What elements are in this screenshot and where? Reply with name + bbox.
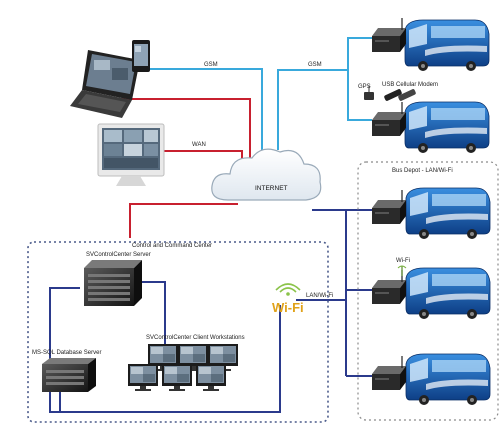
internet-cloud-icon [211,148,322,201]
dvr-unit-icon [371,17,407,53]
dvr-unit-icon [371,189,407,225]
usb-modem-label: USB Cellular Modem [382,82,438,88]
bus-depot-label: Bus Depot - LAN/Wi-Fi [392,168,453,174]
wan-link-label: WAN [192,142,206,148]
bus-icon [404,19,490,72]
gps-label: GPS [358,84,371,90]
dvr-unit-icon [371,269,407,305]
lan-links [49,209,372,413]
sql-database-server-icon [42,358,96,392]
gsm-links [150,37,372,150]
laptop-icon [70,50,140,118]
wifi-small-label: Wi-Fi [396,258,410,264]
command-center-label: Control and Command Center [132,243,212,249]
bus-icon [405,267,491,320]
sql-server-label: MS-SQL Database Server [32,350,101,356]
client-workstations-icon [128,344,238,391]
wifi-logo-label: Wi-Fi [272,300,304,315]
gps-antenna-icon [364,86,374,100]
dvr-unit-icon [371,101,407,137]
control-center-server-icon [84,260,142,306]
usb-modem-icon [384,89,416,101]
bus-icon [405,187,491,240]
wifi-antenna-icon [397,265,407,276]
gsm-link-label: GSM [204,62,218,68]
lan-wifi-label: LAN/Wi-Fi [306,293,333,299]
gsm-link-label: GSM [308,62,322,68]
server-label: SVControlCenter Server [86,252,151,258]
bus-icon [404,101,490,154]
bus-depot-zone [357,161,499,421]
bus-icon [405,353,491,406]
command-center-zone [27,241,329,423]
internet-label: INTERNET [255,185,288,192]
wifi-hotspot-icon [275,283,301,296]
desktop-monitor-icon [97,123,165,186]
dvr-unit-icon [371,355,407,391]
smartphone-icon [132,40,150,72]
workstations-label: SVControlCenter Client Workstations [146,335,245,341]
